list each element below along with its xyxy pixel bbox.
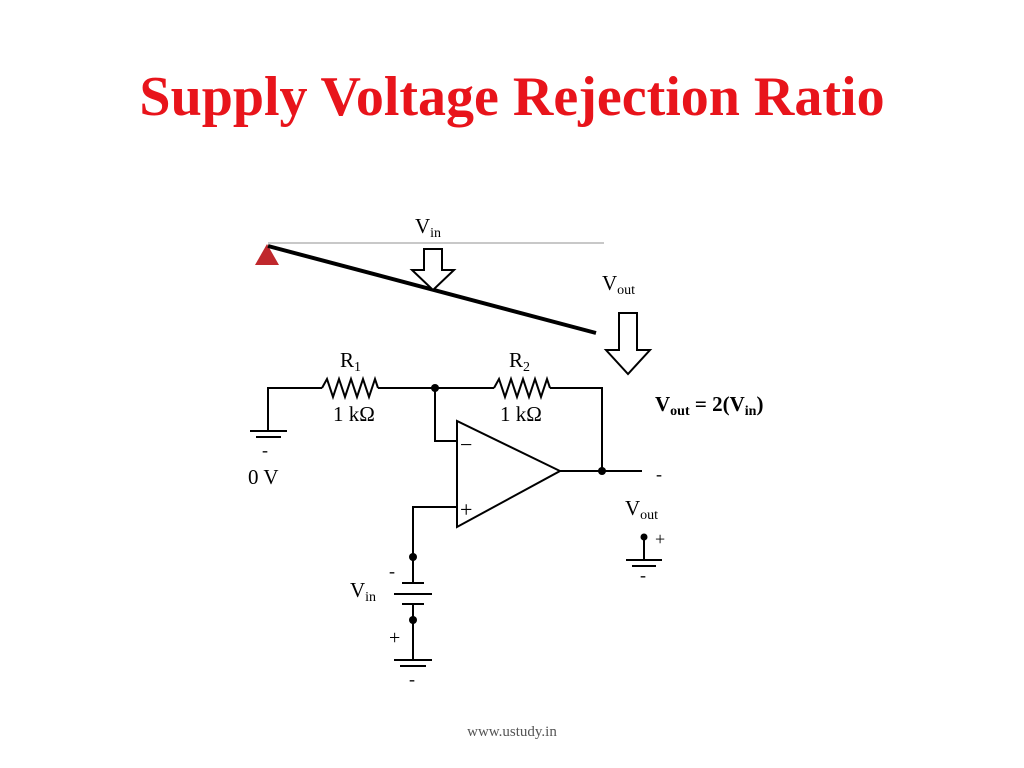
junction-dot-source-top	[409, 553, 417, 561]
battery-symbol	[394, 582, 432, 605]
opamp-inverting-sign: −	[460, 432, 472, 457]
vout-down-arrow	[603, 312, 653, 376]
output-ground-minus: -	[640, 565, 646, 585]
resistor-r2	[493, 375, 551, 401]
lever-vout-subscript: out	[617, 283, 635, 298]
ground-left-label: 0 V	[248, 465, 279, 489]
opamp-noninverting-sign: +	[460, 497, 472, 522]
opamp-triangle	[456, 419, 563, 529]
source-vin-label: Vin	[350, 578, 376, 605]
output-vout-label: Vout	[625, 496, 658, 523]
junction-dot-inverting	[431, 384, 439, 392]
output-minus-sign: -	[656, 464, 662, 484]
circuit-wires	[267, 387, 642, 660]
lever-illustration: Vin Vout	[255, 214, 653, 376]
ground-left-minus: -	[262, 440, 268, 460]
vin-down-arrow	[409, 248, 457, 292]
r2-value: 1 kΩ	[500, 402, 542, 426]
wire-node-to-inverting	[434, 388, 457, 442]
wire-ground-to-r1	[267, 387, 322, 430]
wire-r2-to-output	[550, 387, 603, 471]
junction-dot-source-bottom	[409, 616, 417, 624]
junction-dot-output	[598, 467, 606, 475]
r1-value: 1 kΩ	[333, 402, 375, 426]
slide-title: Supply Voltage Rejection Ratio	[139, 66, 885, 128]
r2-name: R2	[509, 348, 530, 375]
ground-symbol-output	[626, 537, 662, 567]
ground-symbol-source	[394, 659, 432, 667]
footer-url: www.ustudy.in	[467, 724, 557, 740]
resistor-r1	[321, 375, 379, 401]
lever-vin-label: Vin	[415, 214, 441, 241]
output-plus-sign: +	[655, 529, 665, 549]
gain-equation: Vout = 2(Vin)	[655, 392, 763, 419]
source-plus-sign: +	[389, 627, 400, 649]
lever-pivot-triangle	[255, 244, 279, 265]
ground-symbol-left	[250, 430, 287, 438]
wire-noninverting-to-source	[412, 506, 457, 583]
lever-vout-label: Vout	[602, 271, 635, 298]
r1-name: R1	[340, 348, 361, 375]
lever-vin-subscript: in	[430, 226, 441, 241]
source-minus-sign: -	[389, 561, 395, 581]
source-ground-minus: -	[409, 669, 415, 689]
